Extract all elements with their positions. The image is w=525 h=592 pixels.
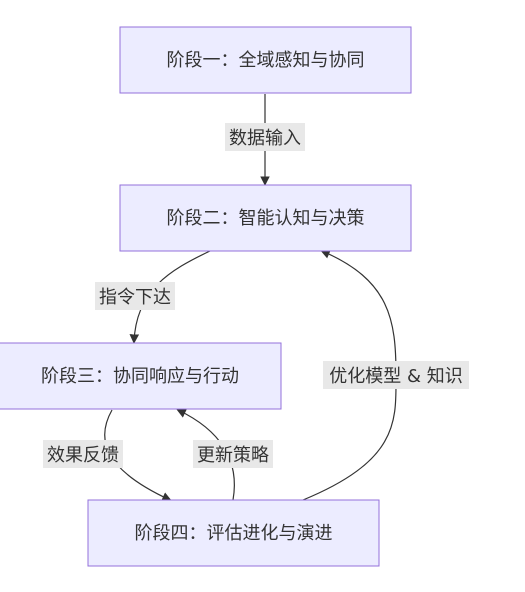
edge-label-effect-feedback: 效果反馈 bbox=[43, 440, 123, 468]
node-stage3-label: 阶段三：协同响应与行动 bbox=[41, 366, 239, 387]
node-stage3: 阶段三：协同响应与行动 bbox=[0, 342, 282, 410]
node-stage4-label: 阶段四：评估进化与演进 bbox=[135, 523, 333, 544]
edge-label-data-input: 数据输入 bbox=[225, 123, 305, 151]
node-stage1-label: 阶段一：全域感知与协同 bbox=[167, 50, 365, 71]
edge-label-optimize-model: 优化模型 & 知识 bbox=[323, 361, 469, 389]
edge-label-command-issue: 指令下达 bbox=[95, 282, 175, 310]
node-stage1: 阶段一：全域感知与协同 bbox=[119, 26, 412, 94]
edge-label-update-strategy-text: 更新策略 bbox=[197, 445, 269, 466]
edge-label-data-input-text: 数据输入 bbox=[229, 128, 301, 149]
edge-label-effect-feedback-text: 效果反馈 bbox=[47, 445, 119, 466]
node-stage2: 阶段二：智能认知与决策 bbox=[119, 184, 412, 252]
node-stage4: 阶段四：评估进化与演进 bbox=[87, 499, 380, 567]
edge-label-optimize-model-text: 优化模型 & 知识 bbox=[329, 366, 462, 387]
edge-label-command-issue-text: 指令下达 bbox=[99, 287, 171, 308]
node-stage2-label: 阶段二：智能认知与决策 bbox=[167, 208, 365, 229]
edge-label-update-strategy: 更新策略 bbox=[193, 440, 273, 468]
